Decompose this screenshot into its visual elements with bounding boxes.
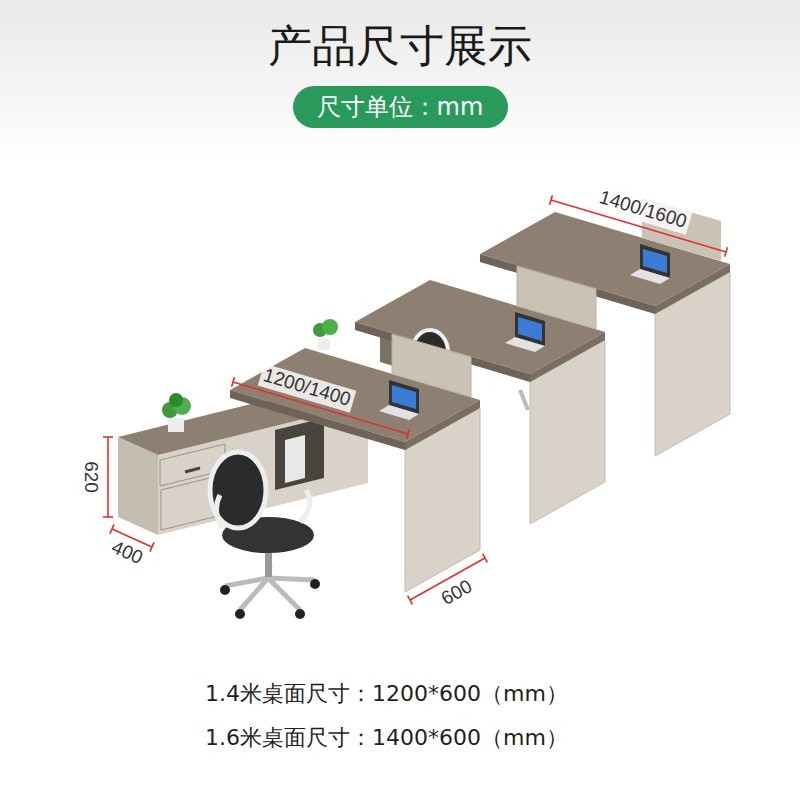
dimension-lines-part xyxy=(483,554,488,563)
office-chair-part xyxy=(295,609,305,619)
office-chair-part xyxy=(210,452,266,528)
side-cabinet-part xyxy=(168,418,184,432)
side-cabinet-part xyxy=(285,435,305,483)
dimension-lines-part xyxy=(232,377,235,387)
office-chair-part xyxy=(310,579,320,589)
size-note: 1.4米桌面尺寸：1200*600（mm） xyxy=(205,678,568,710)
side-cabinet-part xyxy=(169,393,183,407)
dimension-lines-part xyxy=(725,247,728,257)
dimension-lines-part xyxy=(407,429,410,439)
dimension-label: 600 xyxy=(435,574,479,612)
office-chair-part xyxy=(220,585,230,595)
dimension-label: 400 xyxy=(105,535,149,571)
dimension-label: 620 xyxy=(80,458,103,496)
dimension-lines-part xyxy=(150,542,154,551)
office-chair xyxy=(210,452,320,619)
unit-badge: 尺寸单位：mm xyxy=(293,86,508,128)
middle-desk-part xyxy=(520,390,528,410)
dimension-lines-part xyxy=(550,195,553,205)
size-note: 1.6米桌面尺寸：1400*600（mm） xyxy=(205,722,568,754)
side-cabinet-part xyxy=(275,418,324,490)
badge-text: 尺寸单位：mm xyxy=(293,86,508,128)
office-chair-part xyxy=(240,578,268,610)
middle-desk-part xyxy=(518,317,542,341)
front-desk-part xyxy=(392,385,416,409)
side-cabinet-part xyxy=(185,468,200,472)
front-desk-part xyxy=(379,405,419,420)
dimension-lines-part xyxy=(408,596,413,605)
office-chair-part xyxy=(268,578,300,610)
office-chair-part xyxy=(235,609,245,619)
back-desk-part xyxy=(643,249,667,273)
front-desk-part xyxy=(318,338,330,350)
front-desk-part xyxy=(322,319,338,335)
back-desk-part xyxy=(630,269,670,284)
office-chair-part xyxy=(300,490,310,522)
middle-desk-part xyxy=(505,337,545,352)
dimension-lines xyxy=(103,195,727,604)
dimension-lines-part xyxy=(110,524,114,533)
page-title: 产品尺寸展示 xyxy=(0,18,800,74)
office-chair-part xyxy=(268,578,315,580)
office-chair-part xyxy=(216,495,222,528)
dimension-lines-part xyxy=(103,436,113,438)
dimension-lines-part xyxy=(103,516,113,518)
dimension-lines-part xyxy=(107,437,109,517)
